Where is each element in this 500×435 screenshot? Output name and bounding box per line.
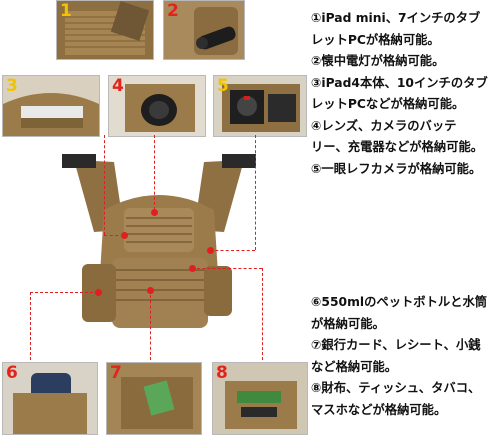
- leader-line: [150, 290, 151, 360]
- ipad-compartment-image: [3, 76, 99, 136]
- description-line: ④レンズ、カメラのバッテ: [311, 118, 457, 133]
- panel-number-5: 5: [217, 76, 229, 96]
- leader-line: [104, 135, 105, 235]
- callout-dot: [207, 247, 214, 254]
- detail-photo-5: 5: [213, 75, 307, 137]
- description-line: ⑤一眼レフカメラが格納可能。: [311, 161, 482, 176]
- detail-photo-4: 4: [108, 75, 206, 137]
- leader-line: [104, 235, 124, 236]
- leader-line: [30, 292, 31, 360]
- panel-number-3: 3: [6, 76, 18, 96]
- description-line: ②懐中電灯が格納可能。: [311, 54, 445, 68]
- panel-number-8: 8: [216, 363, 228, 383]
- leader-line: [30, 292, 98, 293]
- flashlight-pocket-image: [164, 1, 244, 59]
- description-line: マスホなどが格納可能。: [311, 402, 447, 417]
- description-line: ①iPad mini、7インチのタブ: [311, 11, 481, 25]
- callout-dot: [95, 289, 102, 296]
- detail-photo-7: 7: [106, 362, 202, 435]
- description-line: ③iPad4本体、10インチのタブ: [311, 75, 488, 90]
- description-line: ⑦銀行カード、レシート、小銭: [311, 338, 481, 352]
- detail-photo-2: 2: [163, 0, 245, 60]
- description-line: など格納可能。: [311, 359, 398, 374]
- leader-line: [255, 135, 256, 250]
- leader-line: [192, 268, 262, 269]
- ipad-mini-pocket-image: [57, 1, 153, 59]
- wallet-pocket-image: [213, 363, 307, 434]
- description-line: リー、充電器などが格納可能。: [311, 140, 484, 154]
- leader-line: [210, 250, 255, 251]
- description-top: ①iPad mini、7インチのタブ レットPCが格納可能。 ②懐中電灯が格納可…: [311, 8, 500, 180]
- lens-compartment-image: [109, 76, 205, 136]
- panel-number-6: 6: [6, 363, 18, 383]
- leader-line: [262, 268, 263, 360]
- description-line: が格納可能。: [311, 316, 385, 331]
- description-line: レットPCが格納可能。: [311, 32, 440, 47]
- leader-line: [154, 135, 155, 210]
- description-line: ⑧財布、ティッシュ、タバコ、: [311, 381, 481, 395]
- panel-number-1: 1: [60, 1, 72, 21]
- description-bottom: ⑥550mlのペットボトルと水筒 が格納可能。 ⑦銀行カード、レシート、小銭 な…: [311, 292, 500, 421]
- detail-photo-1: 1: [56, 0, 154, 60]
- detail-photo-6: 6: [2, 362, 98, 435]
- detail-photo-8: 8: [212, 362, 308, 435]
- panel-number-2: 2: [167, 1, 179, 21]
- description-line: レットPCなどが格納可能。: [311, 97, 465, 111]
- callout-dot: [121, 232, 128, 239]
- callout-dot: [151, 209, 158, 216]
- description-line: ⑥550mlのペットボトルと水筒: [311, 295, 488, 309]
- main-bag-image: [54, 140, 264, 352]
- camera-compartment-image: [214, 76, 306, 136]
- detail-photo-3: 3: [2, 75, 100, 137]
- panel-number-4: 4: [112, 76, 124, 96]
- bottle-pouch-image: [3, 363, 97, 434]
- card-pocket-image: [107, 363, 201, 434]
- panel-number-7: 7: [110, 363, 122, 383]
